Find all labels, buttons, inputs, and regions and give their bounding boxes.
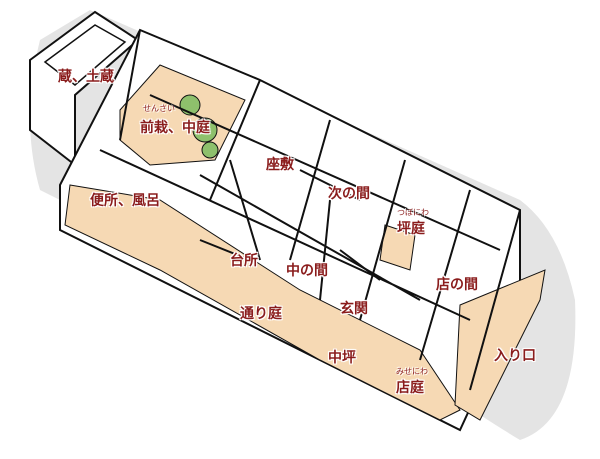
entrance-floor [454,269,546,421]
label-benjo-furo: 便所、風呂 [90,193,160,209]
label-daidokoro: 台所 [230,253,258,269]
label-nakatsubo: 中坪 [328,350,356,366]
label-iriguchi: 入り口 [494,348,536,364]
ruby-senzai: せんさい [143,104,175,113]
label-mise-no-ma: 店の間 [436,277,478,293]
label-senzai: 前栽、中庭 [140,120,210,136]
label-naka-no-ma: 中の間 [286,263,328,279]
label-toori-niwa: 通り庭 [240,306,282,322]
label-kura: 蔵、土蔵 [58,69,114,85]
label-tsuboniwa: 坪庭 [397,221,425,237]
label-zashiki: 座敷 [266,157,294,173]
label-genkan: 玄関 [340,301,368,317]
tsubo-niwa [379,224,416,271]
label-miseniwa: 店庭 [396,380,424,396]
label-tsugi-no-ma: 次の間 [328,186,370,202]
ruby-miseniwa: みせにわ [396,367,428,376]
ruby-tsuboniwa: つぼにわ [397,208,429,217]
toori-niwa [64,184,461,421]
